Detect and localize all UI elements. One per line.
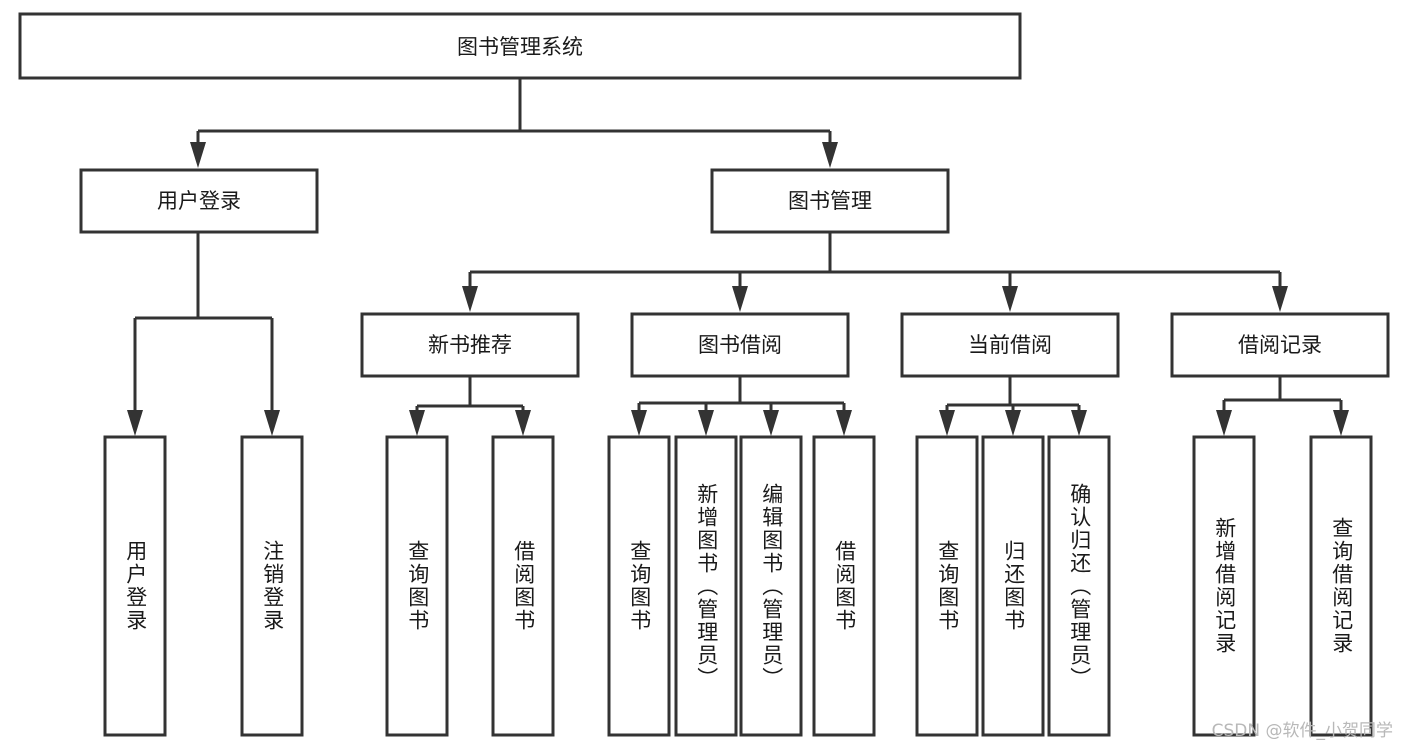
leaf-node-book-borrow-1[interactable]: 查询图书: [609, 437, 669, 735]
leaf-rect-borrow-record-2[interactable]: [1309, 435, 1373, 737]
leaf-label-book-borrow-2: 新增图书（管理员）: [694, 482, 719, 690]
leaf-label-borrow-record-2: 查询借阅记录: [1329, 517, 1354, 655]
arrow-head-newbook-leaf-2: [515, 410, 531, 436]
node-book-borrow-rect[interactable]: [630, 312, 850, 378]
arrow-head-bookmgmt: [822, 142, 838, 168]
node-user-login-rect[interactable]: [79, 168, 319, 234]
leaf-node-borrow-record-1[interactable]: 新增借阅记录: [1194, 437, 1254, 735]
node-new-book-recommend-label: 新书推荐: [428, 333, 512, 357]
connector-group-bookborrow: [631, 377, 852, 436]
leaf-node-current-borrow-2[interactable]: 归还图书: [983, 437, 1043, 735]
leaf-rect-user-login-1[interactable]: [103, 435, 167, 737]
node-new-book-recommend-rect[interactable]: [360, 312, 580, 378]
node-new-book-recommend[interactable]: 新书推荐: [360, 312, 580, 378]
leaf-rect-book-borrow-2[interactable]: [674, 435, 738, 737]
arrow-head-level3-2: [732, 286, 748, 312]
leaf-node-user-login-1[interactable]: 用户登录: [105, 437, 165, 735]
leaf-node-book-borrow-2[interactable]: 新增图书（管理员）: [676, 437, 736, 735]
leaf-node-new-book-2[interactable]: 借阅图书: [493, 437, 553, 735]
leaf-rect-group: [103, 435, 1373, 737]
connector-group-currentborrow: [939, 377, 1087, 436]
leaf-rect-new-book-1[interactable]: [385, 435, 449, 737]
node-book-management-label: 图书管理: [788, 189, 872, 213]
leaf-rect-current-borrow-1[interactable]: [915, 435, 979, 737]
leaf-node-current-borrow-3[interactable]: 确认归还（管理员）: [1049, 437, 1109, 735]
leaf-rect-user-login-2[interactable]: [240, 435, 304, 737]
arrow-head-userlogin-leaf-1: [127, 410, 143, 436]
node-root-label: 图书管理系统: [457, 35, 583, 59]
arrow-head-borrowrecord-leaf-1: [1216, 410, 1232, 436]
arrow-head-currentborrow-leaf-2: [1005, 410, 1021, 436]
leaf-label-book-borrow-1: 查询图书: [627, 540, 652, 632]
node-borrow-record[interactable]: 借阅记录: [1170, 312, 1390, 378]
leaf-label-book-borrow-4: 借阅图书: [832, 540, 857, 632]
node-current-borrow[interactable]: 当前借阅: [900, 312, 1120, 378]
node-book-borrow[interactable]: 图书借阅: [630, 312, 850, 378]
node-user-login[interactable]: 用户登录: [79, 168, 319, 234]
node-book-borrow-label: 图书借阅: [698, 333, 782, 357]
leaf-rect-book-borrow-4[interactable]: [812, 435, 876, 737]
arrow-head-userlogin-leaf-2: [264, 410, 280, 436]
leaf-node-borrow-record-2[interactable]: 查询借阅记录: [1311, 437, 1371, 735]
node-borrow-record-label: 借阅记录: [1238, 333, 1322, 357]
node-current-borrow-rect[interactable]: [900, 312, 1120, 378]
arrow-head-level3-3: [1002, 286, 1018, 312]
arrow-head-bookborrow-leaf-2: [698, 410, 714, 436]
leaf-node-book-borrow-3[interactable]: 编辑图书（管理员）: [741, 437, 801, 735]
connector-group-bookmgmt: [462, 232, 1288, 312]
connector-group-userlogin: [127, 232, 280, 436]
csdn-watermark: CSDN @软件_小贺同学: [1211, 721, 1393, 741]
leaf-node-current-borrow-1[interactable]: 查询图书: [917, 437, 977, 735]
node-current-borrow-label: 当前借阅: [968, 333, 1052, 357]
leaf-label-book-borrow-3: 编辑图书（管理员）: [759, 482, 784, 690]
arrow-head-bookborrow-leaf-4: [836, 410, 852, 436]
node-root[interactable]: 图书管理系统: [18, 12, 1022, 80]
node-root-rect[interactable]: [18, 12, 1022, 80]
leaf-label-borrow-record-1: 新增借阅记录: [1212, 517, 1237, 655]
arrow-head-borrowrecord-leaf-2: [1333, 410, 1349, 436]
leaf-label-current-borrow-2: 归还图书: [1001, 540, 1026, 632]
node-book-management-rect[interactable]: [710, 168, 950, 234]
leaf-label-user-login-2: 注销登录: [260, 540, 285, 632]
leaf-label-new-book-2: 借阅图书: [511, 540, 536, 632]
node-book-management[interactable]: 图书管理: [710, 168, 950, 234]
leaf-label-user-login-1: 用户登录: [123, 540, 148, 632]
arrow-head-level3-4: [1272, 286, 1288, 312]
connector-group-newbook: [409, 377, 531, 436]
arrow-head-bookborrow-leaf-1: [631, 410, 647, 436]
leaf-rect-book-borrow-1[interactable]: [607, 435, 671, 737]
leaf-label-current-borrow-3: 确认归还（管理员）: [1067, 482, 1092, 690]
arrow-head-bookborrow-leaf-3: [763, 410, 779, 436]
leaf-node-book-borrow-4[interactable]: 借阅图书: [814, 437, 874, 735]
node-user-login-label: 用户登录: [157, 189, 241, 213]
connector-group-root: [190, 78, 838, 168]
arrow-head-currentborrow-leaf-1: [939, 410, 955, 436]
arrow-head-level3-1: [462, 286, 478, 312]
leaf-rect-book-borrow-3[interactable]: [739, 435, 803, 737]
arrow-head-currentborrow-leaf-3: [1071, 410, 1087, 436]
leaf-rect-current-borrow-2[interactable]: [981, 435, 1045, 737]
leaf-node-user-login-2[interactable]: 注销登录: [242, 437, 302, 735]
arrow-head-newbook-leaf-1: [409, 410, 425, 436]
node-borrow-record-rect[interactable]: [1170, 312, 1390, 378]
leaf-rect-new-book-2[interactable]: [491, 435, 555, 737]
leaf-node-new-book-1[interactable]: 查询图书: [387, 437, 447, 735]
connector-group-borrowrecord: [1216, 377, 1349, 436]
leaf-rect-borrow-record-1[interactable]: [1192, 435, 1256, 737]
leaf-label-new-book-1: 查询图书: [405, 540, 430, 632]
arrow-head-userlogin: [190, 142, 206, 168]
leaf-label-current-borrow-1: 查询图书: [935, 540, 960, 632]
leaf-rect-current-borrow-3[interactable]: [1047, 435, 1111, 737]
